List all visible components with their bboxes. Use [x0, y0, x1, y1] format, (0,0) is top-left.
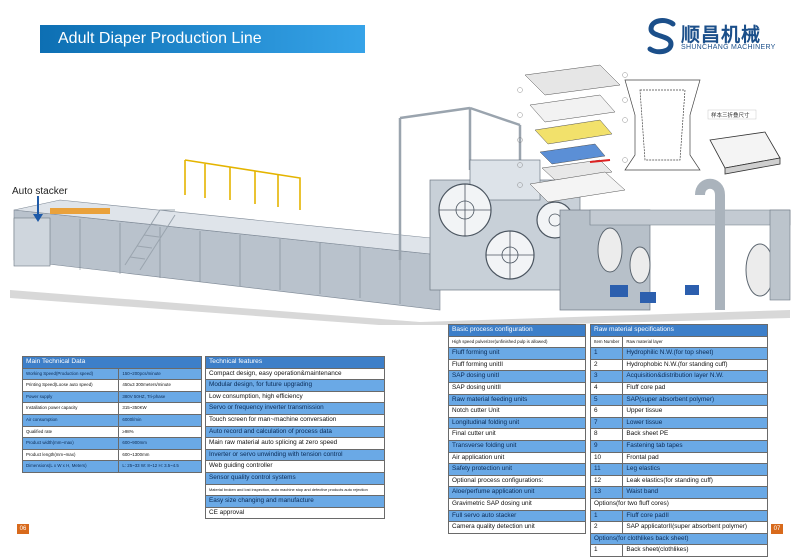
- table-row: Aloe/perfume application unit: [448, 486, 586, 499]
- table-row: Transverse folding unit: [448, 439, 586, 453]
- production-line-illustration: 样本三折叠尺寸: [10, 64, 791, 325]
- brand-name-cn: 顺昌机械: [681, 24, 762, 46]
- table-row: Material broken and lost inspection, aut…: [205, 483, 385, 497]
- table-row: CE approval: [205, 506, 385, 520]
- page-title: Adult Diaper Production Line: [58, 30, 262, 47]
- main-tech-title: Main Technical Data: [22, 356, 202, 369]
- table-row: Dimensions(L x W x H, Meters)L: 25~33 W:…: [21, 460, 202, 473]
- table-row: Air application unit: [448, 451, 586, 465]
- table-row: Raw material feeding units: [448, 393, 586, 407]
- table-row: SAP dosing unitII: [448, 381, 586, 395]
- table-row: Optional process configurations:: [448, 474, 586, 488]
- table-row: Full servo auto stacker: [448, 509, 586, 523]
- table-row: Inverter or servo unwinding with tension…: [205, 448, 385, 462]
- basic-process-table: Basic process configuration High speed p…: [448, 324, 586, 534]
- table-header: Raw material specifications: [590, 324, 768, 337]
- table-row: Servo or frequency inverter transmission: [205, 402, 385, 415]
- main-technical-data-table: Main Technical Data Working Speed(Produc…: [21, 356, 202, 473]
- page-title-banner: Adult Diaper Production Line: [40, 25, 365, 53]
- table-row: Web guiding controller: [205, 460, 385, 473]
- options-header: Options(for clothlikes back sheet): [590, 532, 768, 546]
- size-note: 样本三折叠尺寸: [711, 111, 750, 119]
- table-row: Fluff forming unit: [448, 347, 586, 360]
- raw-title: Raw material specifications: [590, 324, 768, 337]
- table-row: Longitudinal folding unit: [448, 416, 586, 430]
- page-number-right: 07: [771, 524, 783, 534]
- options-header: Options(for two fluff cores): [590, 497, 768, 511]
- table-row: Modular design, for future upgrading: [205, 379, 385, 392]
- table-row: Working Speed(Production speed)150~200pc…: [21, 367, 202, 381]
- features-title: Technical features: [205, 356, 385, 369]
- table-row: Sensor quality control systems: [205, 471, 385, 485]
- table-row: Product length(mm~max)600~1300mm: [21, 448, 202, 462]
- technical-features-table: Technical features Compact design, easy …: [205, 356, 385, 520]
- basic-title: Basic process configuration: [448, 324, 586, 337]
- table-row: Easy size changing and manufacture: [205, 495, 385, 508]
- table-header: Basic process configuration: [448, 324, 586, 337]
- table-row: Safety protection unit: [448, 463, 586, 476]
- brand-logo: 顺昌机械 SHUNCHANG MACHINERY: [645, 18, 785, 58]
- page-number-left: 06: [17, 524, 29, 534]
- table-row: Low consumption, high efficiency: [205, 390, 385, 404]
- table-row: Qualified rate≥98%: [21, 425, 202, 439]
- table-row: Fluff forming unitII: [448, 358, 586, 372]
- auto-stacker-label: Auto stacker: [12, 186, 68, 197]
- table-row: Notch cutter Unit: [448, 405, 586, 418]
- table-row: Touch screen for man~machine conversatio…: [205, 413, 385, 427]
- table-row: High speed pulverizer(unfinished pulp is…: [448, 335, 586, 349]
- table-row: Main raw material auto splicing at zero …: [205, 437, 385, 450]
- table-row: Product width(mm~max)600~900mm: [21, 437, 202, 450]
- brand-mark-icon: [647, 18, 676, 55]
- brand-name-en: SHUNCHANG MACHINERY: [681, 44, 776, 51]
- table-row: Printing Speed(Loose auto speed)450±3 30…: [21, 379, 202, 392]
- table-row: Gravimetric SAP dosing unit: [448, 497, 586, 511]
- table-header: Technical features: [205, 356, 385, 369]
- table-row: Final cutter unit: [448, 428, 586, 441]
- table-row: Compact design, easy operation&maintenan…: [205, 367, 385, 381]
- table-header: Main Technical Data: [22, 356, 202, 369]
- table-row: SAP dosing unitI: [448, 370, 586, 383]
- table-row: Camera quality detection unit: [448, 521, 586, 534]
- table-row: Auto record and calculation of process d…: [205, 425, 385, 439]
